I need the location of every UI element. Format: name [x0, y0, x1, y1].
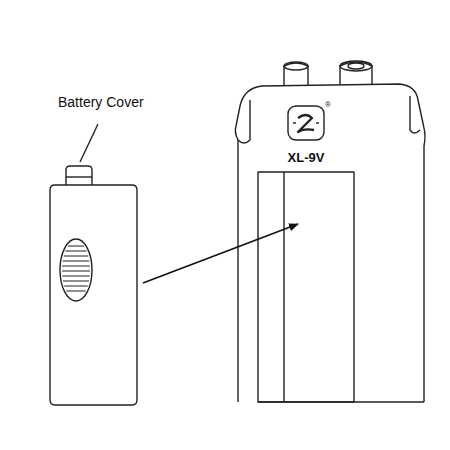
logo-mark — [298, 115, 314, 132]
part-label: Battery Cover — [58, 95, 144, 110]
battery-compartment — [258, 172, 354, 402]
grip-oval — [60, 239, 92, 301]
battery-cover — [50, 185, 137, 405]
device-body — [235, 84, 425, 402]
trademark-mark: ® — [325, 101, 331, 110]
leader-line — [80, 124, 98, 162]
logo-badge — [288, 106, 324, 140]
model-label: XL-9V — [288, 151, 325, 165]
cover-tab — [66, 166, 92, 185]
insertion-arrow — [143, 224, 298, 283]
grip-lines — [62, 246, 90, 291]
